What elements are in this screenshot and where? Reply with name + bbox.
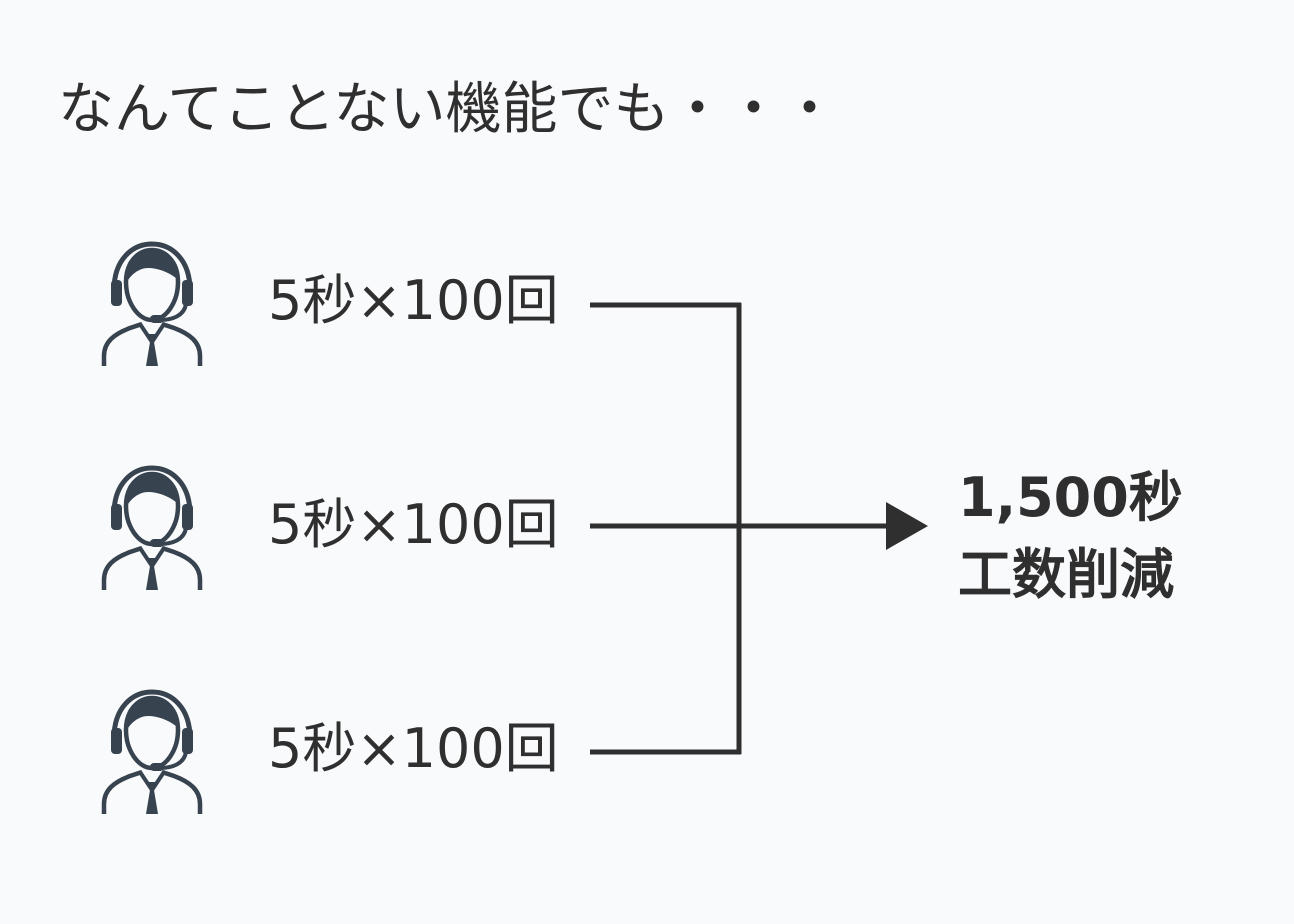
rate-label: 5秒×100回 xyxy=(268,269,559,332)
result-description: 工数削減 xyxy=(958,542,1174,606)
rate-label: 5秒×100回 xyxy=(268,717,559,780)
headline: なんてことない機能でも・・・ xyxy=(58,77,838,142)
operator-headset-icon xyxy=(101,241,203,366)
operator-row: 5秒×100回 xyxy=(100,462,560,592)
result-seconds: 1,500秒 xyxy=(958,466,1183,529)
operator-row: 5秒×100回 xyxy=(100,238,560,368)
rate-label: 5秒×100回 xyxy=(268,493,559,556)
operator-headset-icon xyxy=(101,465,203,590)
operator-row: 5秒×100回 xyxy=(100,686,560,816)
operator-headset-icon xyxy=(101,689,203,814)
arrowhead-icon xyxy=(886,502,928,550)
result-label: 1,500秒 工数削減 xyxy=(958,460,1183,613)
